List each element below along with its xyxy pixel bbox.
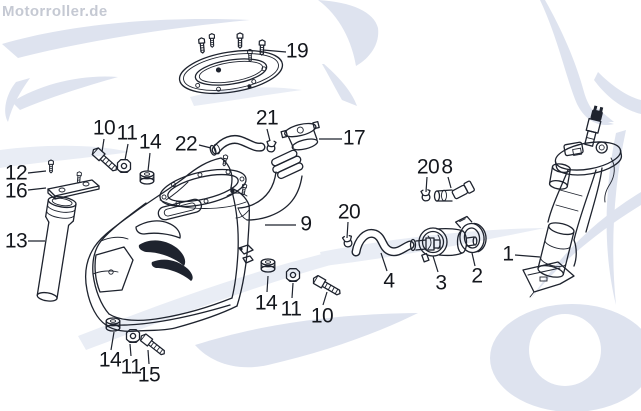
leader-line-clamp-filler-neck [266,128,271,142]
part-drawing-breather-hose [209,134,266,156]
callout-rubber-grommet-lower: 14 [98,348,122,372]
part-drawing-fuel-pump [522,105,623,298]
part-drawing-elbow-8 [433,180,475,202]
callout-breather-hose: 22 [174,132,198,156]
leader-line-flange-nut-lower [129,343,132,357]
callout-fuel-tank: 9 [300,212,312,236]
leader-line-rubber-grommet-right [266,275,269,293]
callout-flange-nut-upper: 11 [116,121,138,145]
leader-line-bracket-plate [27,187,47,191]
part-drawing-tank-ring [178,32,284,95]
callout-elbow-joint: 8 [441,155,453,179]
leader-line-hex-bolt-right [322,291,328,306]
leader-line-rubber-grommet-upper [147,152,151,172]
leader-line-mounting-ring [471,252,476,267]
callout-clamp-filler-neck: 21 [255,106,279,130]
leader-line-flange-nut-right [291,282,294,299]
leader-line-hex-bolt-upper [101,138,105,153]
leader-line-fuel-filter [432,255,439,273]
callout-fuel-pump-assembly: 1 [502,242,514,266]
callout-hose-clamp-left: 20 [337,200,361,224]
callout-flange-nut-right: 11 [280,297,302,321]
callout-bracket-plate: 16 [4,179,28,203]
leader-line-hose-clamp-left [346,221,349,239]
leader-line-elbow-joint [447,176,452,189]
part-drawing-fuel-tank [85,154,303,332]
callout-fuel-filter: 3 [435,271,447,295]
leader-line-breather-hose [198,144,212,149]
callout-rubber-grommet-upper: 14 [138,130,162,154]
leader-line-fuel-hose [380,252,388,272]
leader-line-tank-ring-screw-set [262,49,287,53]
callout-flange-nut-lower: 11 [120,355,142,379]
callout-rubber-grommet-right: 14 [254,291,278,315]
part-drawing-bracket-16 [47,159,100,200]
callout-fuel-hose: 4 [383,269,395,293]
callout-filler-tube: 13 [4,229,28,253]
callout-small-screw: 12 [4,161,28,185]
watermark-text: Motorroller.de [2,3,108,20]
callout-hex-bolt-right: 10 [310,304,334,328]
callout-fuel-filler-cap: 17 [342,126,366,150]
leader-line-flange-nut-upper [124,143,129,161]
callout-hose-clamp-right: 20 [416,155,440,179]
leader-line-rubber-grommet-lower [110,331,115,351]
part-drawing-fuel-cap [271,120,320,180]
callout-mounting-ring: 2 [471,264,483,288]
callout-hex-bolt-upper: 10 [92,116,116,140]
part-drawing-mount-ring [454,215,487,254]
leader-line-hose-clamp-right [425,176,428,193]
callout-hex-bolt-lower: 15 [137,363,161,387]
leader-line-fuel-pump-assembly [514,254,541,258]
leader-line-hex-bolt-lower [147,349,150,365]
callout-tank-ring-screw-set: 19 [285,39,309,63]
leader-line-small-screw [27,170,47,174]
